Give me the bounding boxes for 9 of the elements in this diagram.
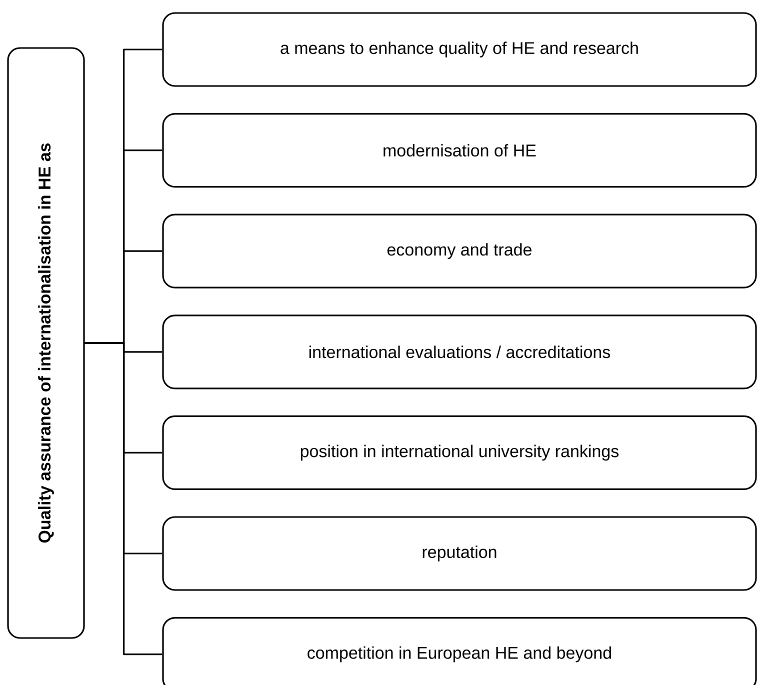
branch-box: international evaluations / accreditations (162, 314, 757, 390)
branch-box: position in international university rankings (162, 415, 757, 490)
branch-box: a means to enhance quality of HE and research (162, 12, 757, 87)
branch-box: reputation (162, 516, 757, 591)
branch-box: modernisation of HE (162, 113, 757, 188)
connector-line (84, 342, 162, 656)
branch-box: competition in European HE and beyond (162, 617, 757, 685)
branch-box: economy and trade (162, 214, 757, 288)
title-box: Quality assurance of internationalisation in HE as (7, 47, 85, 639)
